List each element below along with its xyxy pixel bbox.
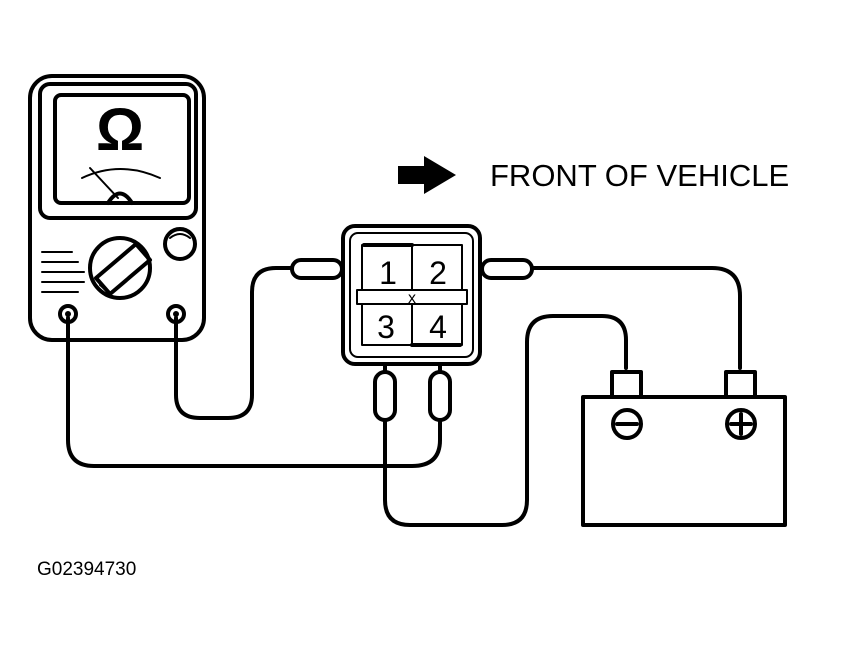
battery [581, 370, 787, 527]
wires [66, 266, 742, 527]
meter-needle-hub [106, 191, 134, 205]
battery-positive-post [724, 370, 757, 399]
terminal-3-label: 3 [377, 309, 395, 345]
battery-positive-icon [725, 408, 757, 440]
wire-terminal-2-to-battery-positive [530, 266, 742, 370]
probe-terminal-2 [480, 258, 534, 280]
probe-terminal-3 [373, 370, 397, 422]
direction-indicator: FRONT OF VEHICLE [398, 156, 789, 194]
probe-terminal-1 [290, 258, 344, 280]
arrow-right-icon [398, 156, 456, 194]
positive-jack[interactable] [166, 304, 186, 324]
ohmmeter-display [53, 93, 191, 205]
range-selector-knob[interactable] [88, 236, 152, 300]
meter-scale-arc [81, 168, 161, 179]
relay-center-bar [356, 289, 468, 305]
relay-inner-rim [349, 232, 474, 358]
ohmmeter: Ω [28, 74, 206, 342]
ohmmeter-bezel [38, 82, 198, 220]
terminal-2-label: 2 [429, 255, 447, 291]
probe-terminal-4 [428, 370, 452, 422]
relay: x 1 2 3 4 [341, 224, 482, 366]
wire-meter-negative-to-terminal-4 [66, 316, 442, 468]
range-scale-marks [41, 251, 85, 293]
terminal-4-label: 4 [429, 309, 447, 345]
direction-label: FRONT OF VEHICLE [490, 158, 789, 193]
figure-id: G02394730 [37, 559, 136, 580]
negative-jack[interactable] [58, 304, 78, 324]
battery-case [581, 395, 787, 527]
ohm-symbol: Ω [96, 96, 144, 163]
meter-needle [89, 167, 119, 199]
terminal-1-label: 1 [379, 255, 397, 291]
relay-center-mark: x [408, 290, 416, 307]
battery-negative-post [610, 370, 643, 399]
zero-adjust-knob[interactable] [163, 227, 197, 261]
wire-meter-positive-to-terminal-1 [174, 266, 294, 420]
battery-negative-icon [611, 408, 643, 440]
wire-terminal-3-to-battery-negative [383, 314, 628, 527]
ohmmeter-body [28, 74, 206, 342]
